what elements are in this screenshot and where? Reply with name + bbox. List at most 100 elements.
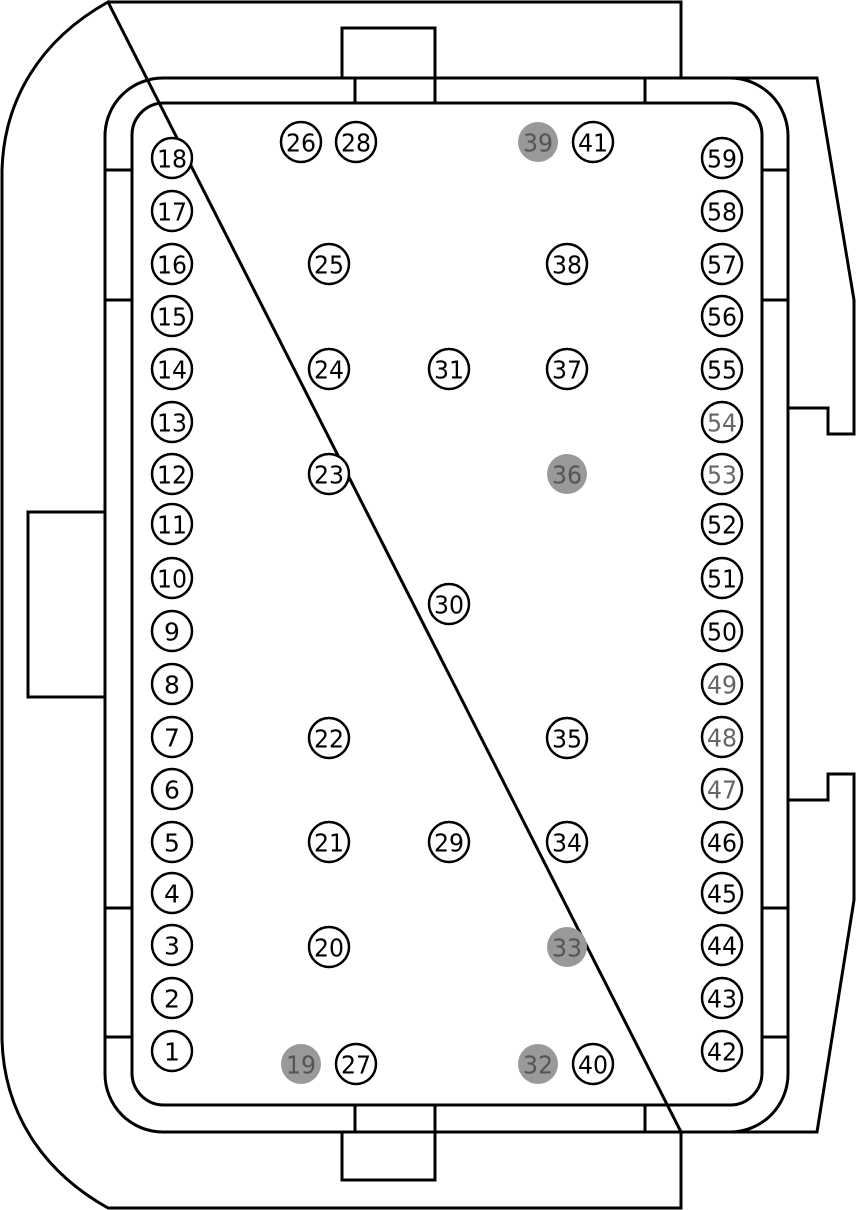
pin-label: 22: [314, 725, 344, 754]
pin-circle: [700, 871, 744, 915]
pin-8: 8: [150, 662, 194, 706]
pin-38: 38: [545, 242, 589, 286]
pin-53: 53: [700, 452, 744, 496]
pin-circle: [307, 452, 351, 496]
pin-7: 7: [150, 715, 194, 759]
pin-circle: [334, 120, 378, 164]
pin-label: 32: [523, 1051, 553, 1080]
pin-40: 40: [571, 1042, 615, 1086]
pin-label: 1: [164, 1038, 180, 1067]
pin-circle: [150, 976, 194, 1020]
pin-circle: [700, 556, 744, 600]
pin-label: 3: [164, 932, 180, 961]
pin-label: 33: [552, 934, 582, 963]
pin-13: 13: [150, 400, 194, 444]
pin-circle: [307, 242, 351, 286]
pin-circle: [545, 716, 589, 760]
pin-circle: [700, 242, 744, 286]
pin-54: 54: [700, 400, 744, 444]
pin-41: 41: [571, 120, 615, 164]
pin-label: 46: [707, 829, 737, 858]
pin-circle: [547, 454, 587, 494]
pin-6: 6: [150, 767, 194, 811]
pin-circle: [334, 1042, 378, 1086]
pin-circle: [307, 347, 351, 391]
pin-label: 18: [157, 145, 187, 174]
pin-label: 54: [707, 409, 737, 438]
pin-12: 12: [150, 452, 194, 496]
pin-label: 21: [314, 829, 344, 858]
pin-5: 5: [150, 820, 194, 864]
pin-circle: [700, 400, 744, 444]
pin-circle: [150, 242, 194, 286]
pin-label: 20: [314, 934, 344, 963]
pin-circle: [150, 662, 194, 706]
pin-circle: [150, 400, 194, 444]
pin-label: 55: [707, 356, 737, 385]
top-key: [340, 26, 437, 78]
pin-label: 38: [552, 251, 582, 280]
pin-circle: [150, 347, 194, 391]
pin-16: 16: [150, 242, 194, 286]
pin-20: 20: [307, 925, 351, 969]
pin-circle: [700, 609, 744, 653]
pin-circle: [150, 136, 194, 180]
pin-10: 10: [150, 556, 194, 600]
pin-26: 26: [279, 120, 323, 164]
pin-label: 17: [157, 198, 187, 227]
pin-label: 31: [434, 356, 464, 385]
pin-9: 9: [150, 609, 194, 653]
pin-46: 46: [700, 820, 744, 864]
pin-label: 58: [707, 198, 737, 227]
pin-circle: [150, 609, 194, 653]
pin-label: 27: [341, 1051, 371, 1080]
pin-circle: [150, 556, 194, 600]
pin-label: 9: [164, 618, 180, 647]
pin-24: 24: [307, 347, 351, 391]
pin-31: 31: [427, 347, 471, 391]
pin-circle: [571, 120, 615, 164]
pin-label: 15: [157, 303, 187, 332]
pin-33: 33: [547, 927, 587, 967]
pin-36: 36: [547, 454, 587, 494]
pin-label: 19: [286, 1051, 316, 1080]
pin-34: 34: [545, 820, 589, 864]
pin-43: 43: [700, 976, 744, 1020]
pin-label: 41: [578, 129, 608, 158]
pin-23: 23: [307, 452, 351, 496]
pin-17: 17: [150, 189, 194, 233]
pin-56: 56: [700, 294, 744, 338]
top-key-channel: [353, 78, 647, 103]
pin-label: 16: [157, 251, 187, 280]
pin-21: 21: [307, 820, 351, 864]
pin-label: 28: [341, 129, 371, 158]
pin-circle: [307, 925, 351, 969]
pin-label: 26: [286, 129, 316, 158]
pin-circle: [700, 347, 744, 391]
pin-circle: [427, 347, 471, 391]
pin-45: 45: [700, 871, 744, 915]
pin-50: 50: [700, 609, 744, 653]
inner-pin-face: [130, 101, 764, 1107]
bottom-key: [340, 1132, 437, 1182]
pin-label: 24: [314, 356, 344, 385]
left-tab: [26, 510, 105, 699]
pin-label: 25: [314, 251, 344, 280]
side-rib-ticks: [105, 168, 788, 1039]
pin-47: 47: [700, 767, 744, 811]
pin-57: 57: [700, 242, 744, 286]
pin-circle: [307, 820, 351, 864]
pin-circle: [427, 820, 471, 864]
pin-circle: [427, 582, 471, 626]
pin-label: 30: [434, 591, 464, 620]
outer-housing-outline: [0, 0, 683, 1210]
pin-circle: [700, 976, 744, 1020]
pin-circle: [700, 820, 744, 864]
pin-circle: [700, 294, 744, 338]
outer-shroud: [103, 76, 790, 1134]
pin-label: 12: [157, 461, 187, 490]
pin-circle: [150, 502, 194, 546]
pin-52: 52: [700, 502, 744, 546]
pin-circle: [700, 715, 744, 759]
